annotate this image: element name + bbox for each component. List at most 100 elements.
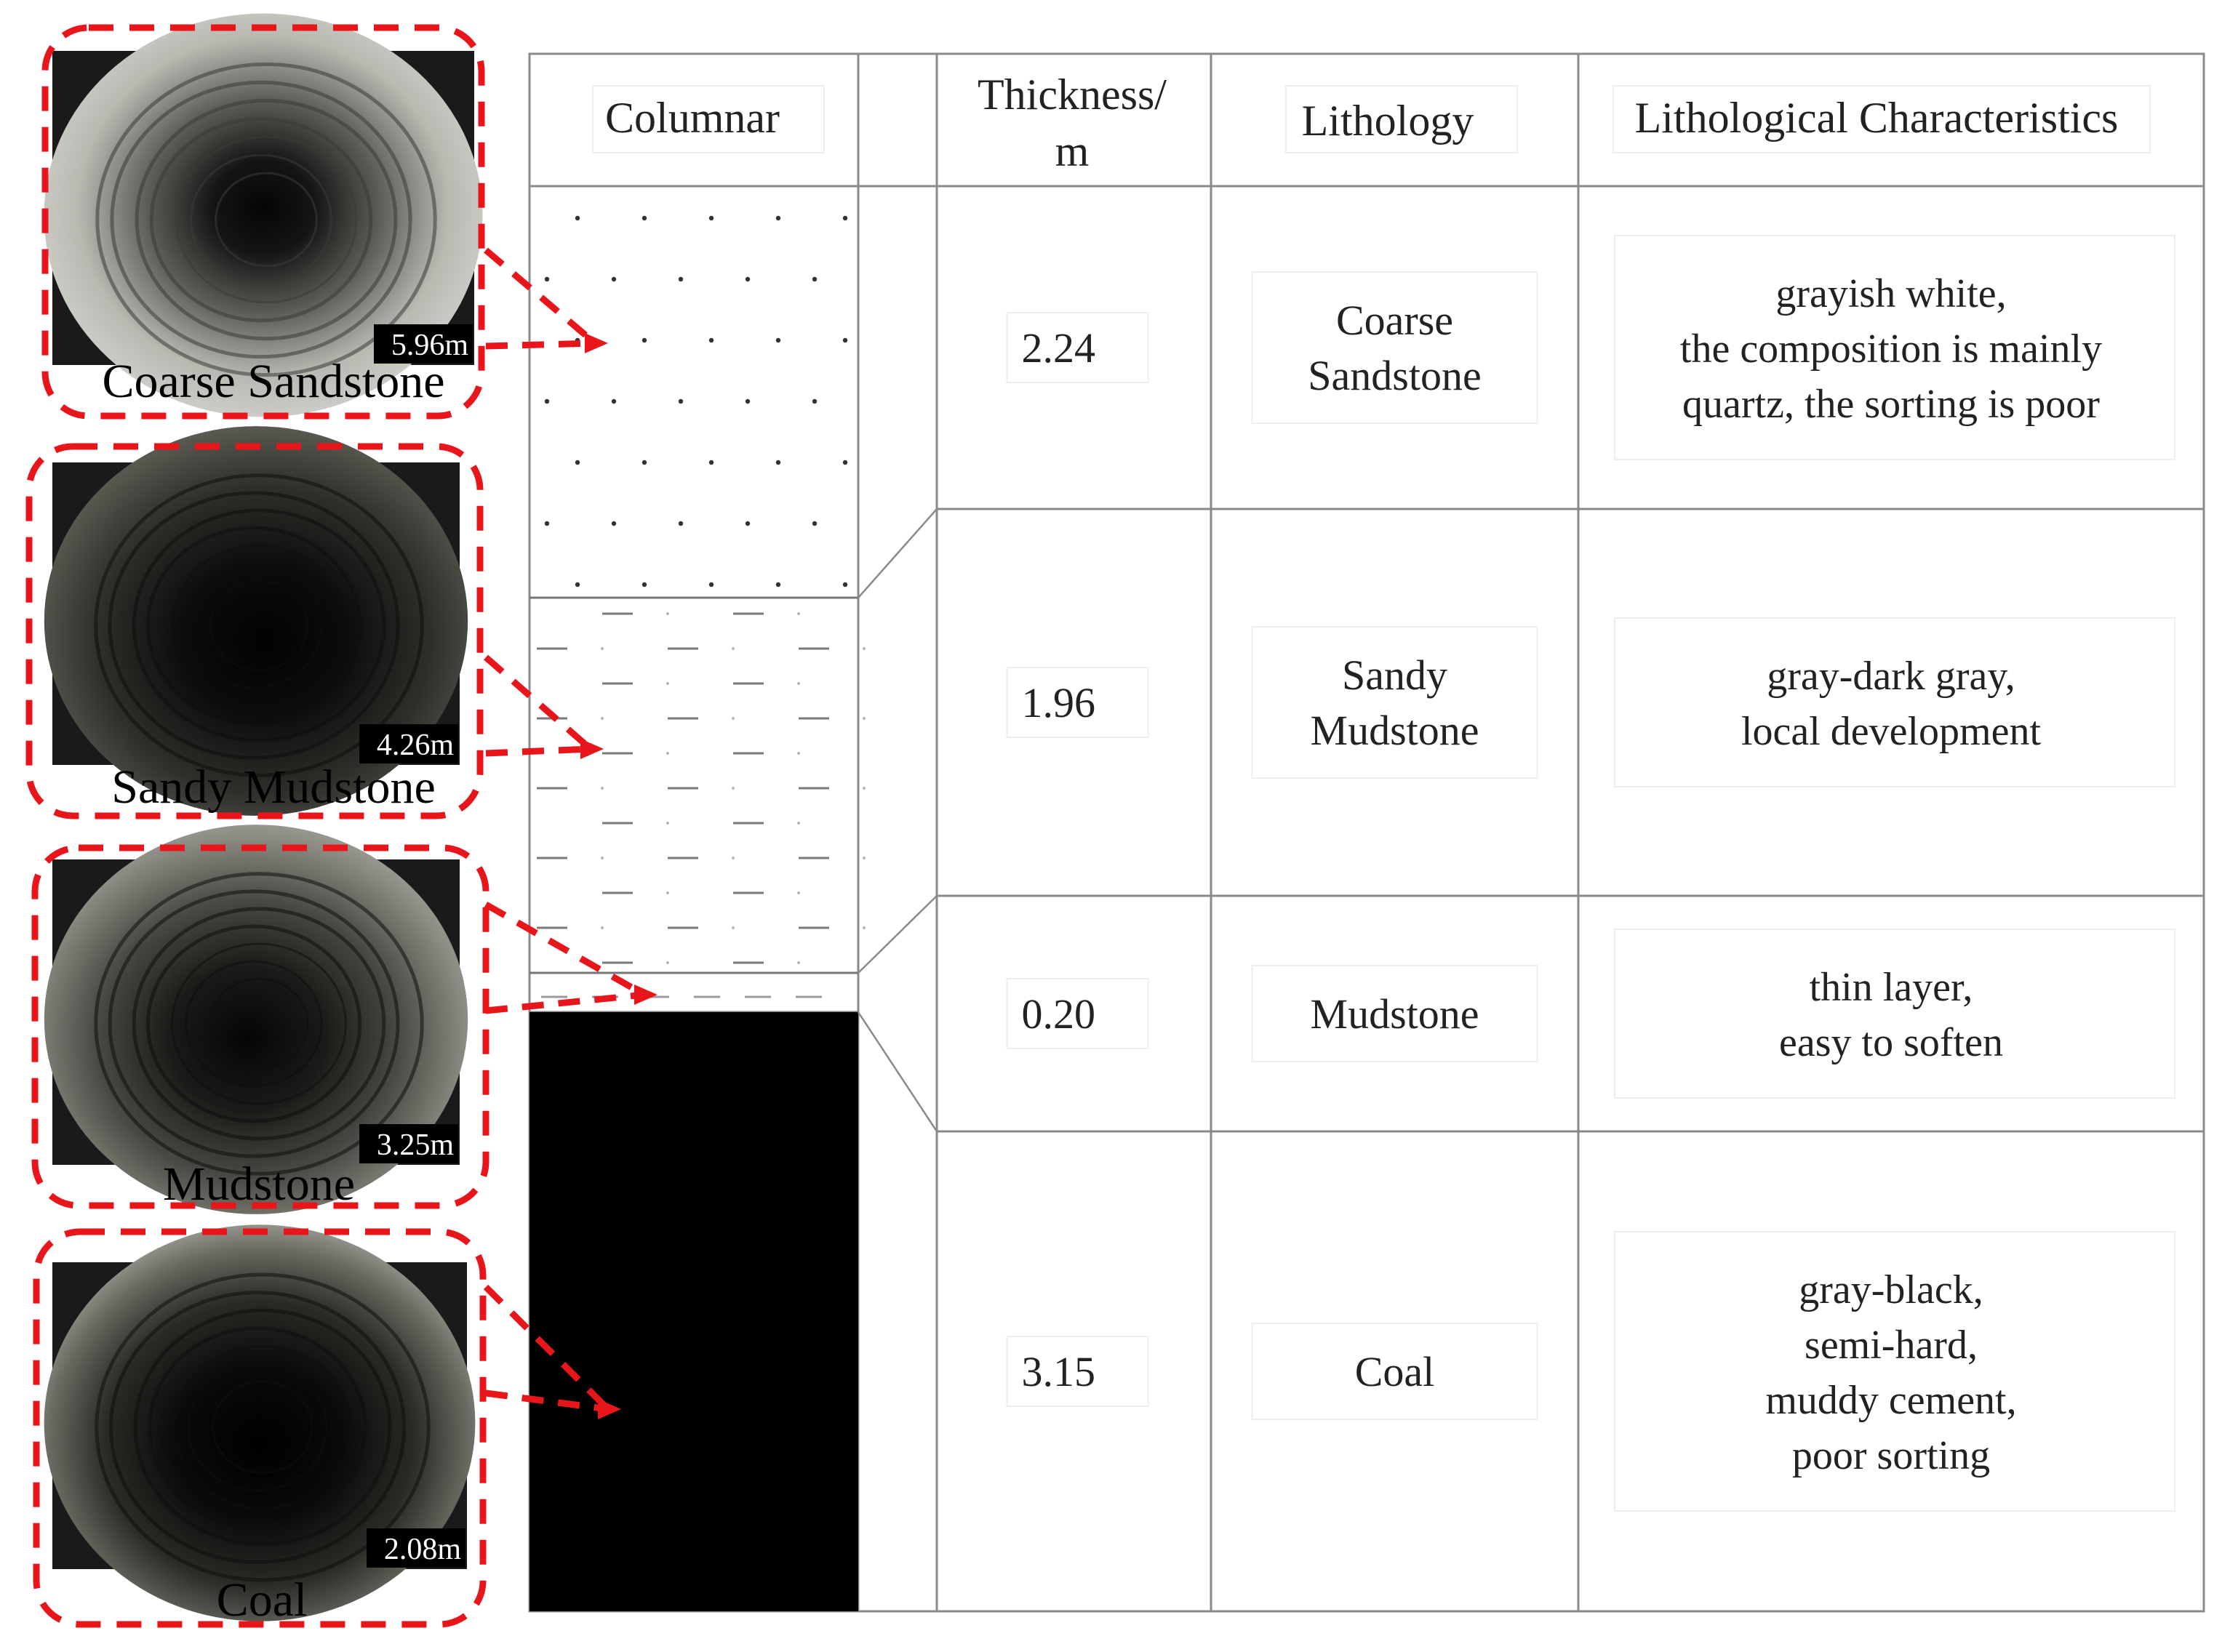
sand-dot — [666, 612, 669, 615]
borehole-ring — [108, 491, 400, 760]
stratum-solid — [529, 1012, 858, 1611]
lithology-name: Mudstone — [1311, 990, 1479, 1038]
sand-dot — [863, 926, 866, 929]
sand-dot — [745, 276, 751, 282]
sand-dot — [666, 891, 669, 894]
sand-dot — [732, 857, 735, 859]
borehole-ring — [132, 907, 386, 1141]
characteristic-line: the composition is mainly — [1680, 326, 2102, 372]
table-header: Columnar Thickness/ m Lithology Litholog… — [592, 71, 2151, 175]
coal-fill — [529, 1012, 858, 1611]
table-row: 0.20 Mudstone thin layer, easy to soften — [1006, 929, 2175, 1099]
callout-leader — [485, 340, 596, 350]
header-characteristics: Lithological Characteristics — [1635, 94, 2119, 142]
sand-dot — [678, 521, 684, 526]
depth-label: 3.25m — [377, 1128, 455, 1162]
connector-line — [858, 508, 938, 598]
sand-dot — [797, 752, 800, 755]
stratum-dots — [544, 215, 848, 588]
header-lithology: Lithology — [1302, 97, 1474, 145]
depth-label-bg — [367, 1528, 465, 1568]
borehole-ring — [185, 960, 323, 1088]
borehole-ring — [209, 579, 309, 672]
depth-label: 4.26m — [377, 729, 455, 762]
thickness-value: 0.20 — [1022, 990, 1096, 1038]
sand-dot — [642, 337, 647, 343]
borehole-ring — [189, 153, 333, 286]
lithology-name: Sandy — [1342, 651, 1447, 699]
callout-arrowhead — [598, 1399, 621, 1419]
sand-dot — [611, 521, 617, 526]
sand-dot — [601, 787, 604, 790]
borehole-ring — [108, 889, 400, 1158]
callout-leader — [484, 247, 597, 346]
callout-leader — [484, 902, 647, 998]
sand-dot — [708, 460, 714, 465]
sand-dot — [812, 398, 818, 404]
characteristic-line: thin layer, — [1810, 965, 1973, 1010]
thickness-value: 3.15 — [1022, 1348, 1096, 1395]
characteristic-line: easy to soften — [1779, 1020, 2003, 1065]
sand-dot — [544, 521, 550, 526]
sand-dot — [797, 612, 800, 615]
header-thickness-unit: m — [1055, 127, 1090, 175]
sand-dot — [775, 460, 781, 465]
sand-dot — [812, 276, 818, 282]
sand-dot — [775, 215, 781, 221]
sand-dot — [863, 717, 866, 720]
sand-dot — [666, 682, 669, 685]
sand-dot — [732, 647, 735, 650]
thickness-value: 2.24 — [1022, 324, 1096, 372]
lithology-name: Sandstone — [1308, 352, 1481, 399]
callout-arrowhead — [580, 739, 604, 759]
borehole-ring — [187, 1363, 328, 1492]
sand-dot — [797, 822, 800, 825]
sand-dot — [842, 337, 848, 343]
sand-dot — [708, 582, 714, 588]
borehole-ring — [172, 1344, 353, 1510]
sand-dot — [611, 276, 617, 282]
borehole-ring — [171, 544, 347, 707]
callout-leader — [485, 1390, 609, 1413]
depth-label: 5.96m — [391, 329, 469, 362]
sand-dot — [797, 961, 800, 964]
lithology-name: Coal — [1355, 1348, 1435, 1395]
borehole-ring — [95, 62, 437, 377]
sand-dot — [611, 398, 617, 404]
characteristic-line: semi-hard, — [1805, 1323, 1978, 1368]
depth-label-bg — [359, 724, 458, 763]
characteristic-line: poor sorting — [1792, 1433, 1990, 1478]
borehole-ring — [148, 1326, 367, 1528]
borehole-ring — [175, 135, 358, 304]
borehole-ring — [145, 526, 362, 725]
characteristic-line: grayish white, — [1775, 271, 2006, 316]
sand-dot — [601, 717, 604, 720]
characteristic-line: muddy cement, — [1765, 1378, 2016, 1423]
sand-dot — [863, 787, 866, 790]
sand-dot — [863, 647, 866, 650]
callout-leader — [484, 654, 593, 752]
sand-dot — [842, 215, 848, 221]
sand-dot — [601, 647, 604, 650]
characteristic-line: local development — [1741, 709, 2042, 754]
borehole-ring — [135, 98, 398, 341]
sand-dot — [842, 582, 848, 588]
thickness-value: 1.96 — [1022, 679, 1096, 726]
callout-leader — [485, 745, 591, 757]
sand-dot — [666, 961, 669, 964]
depth-label-bg — [359, 1124, 458, 1163]
borehole-ring — [149, 116, 373, 323]
connector-line — [858, 895, 938, 974]
sand-dot — [842, 460, 848, 465]
borehole-ring — [94, 473, 424, 777]
photo-caption: Sandy Mudstone — [111, 761, 436, 814]
lithology-name: Mudstone — [1311, 707, 1479, 754]
